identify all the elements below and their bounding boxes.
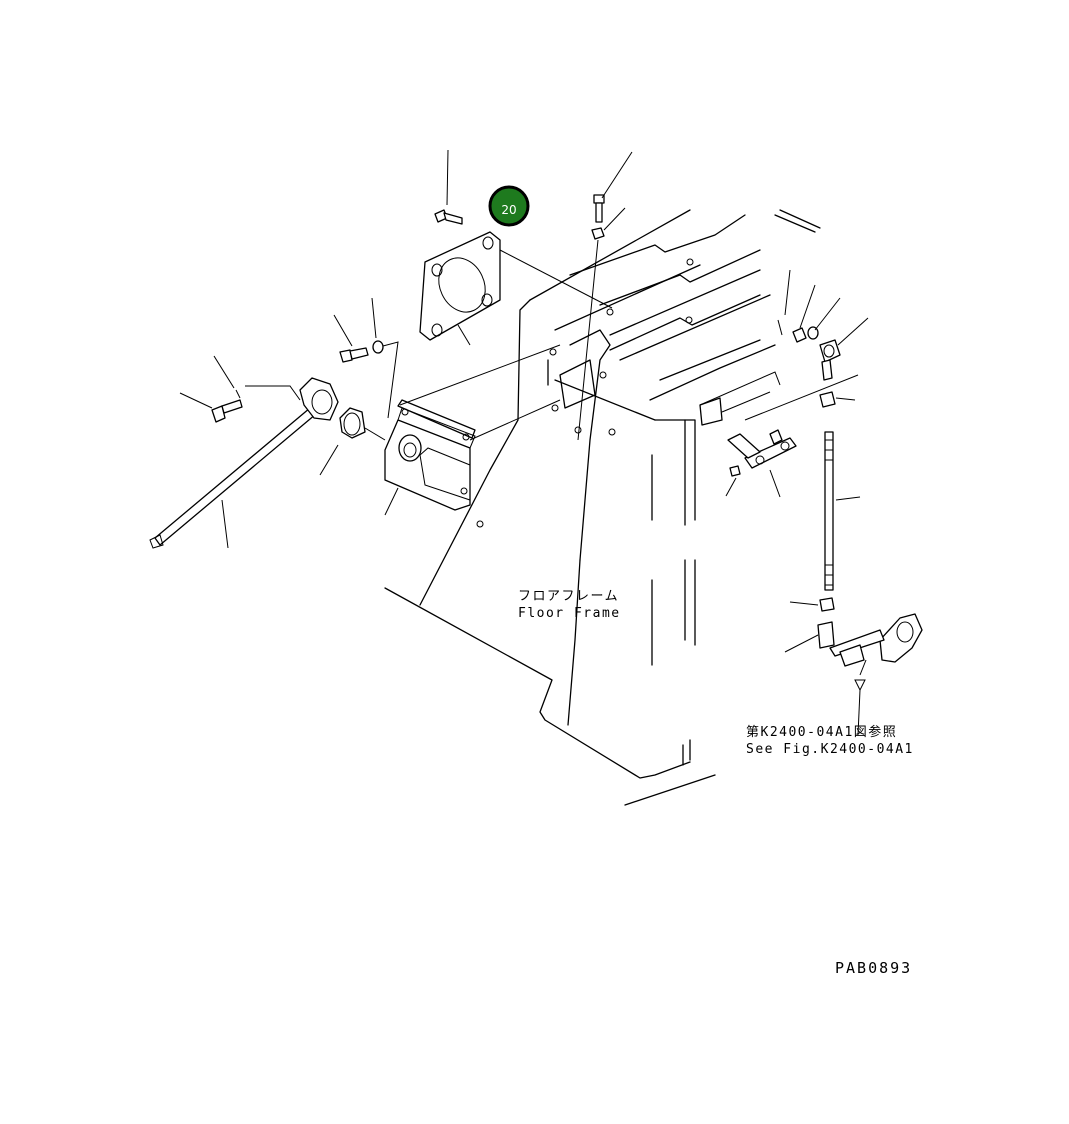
- reference-label-jp: 第K2400-04A1図参照: [746, 724, 897, 740]
- mount-body: [384, 344, 561, 516]
- rod-end: [744, 269, 869, 421]
- bottom-bracket: [829, 613, 923, 736]
- drawing-code: PAB0893: [835, 959, 912, 977]
- control-lever: [149, 377, 339, 549]
- floor-frame: [384, 209, 821, 806]
- floor-frame-label-en: Floor Frame: [518, 606, 621, 621]
- mount-bolt: [333, 297, 399, 419]
- callout-number: 20: [501, 203, 516, 217]
- frame-bolt: [577, 151, 633, 441]
- cover-plate: [419, 231, 613, 346]
- lever-bolt: [179, 355, 301, 423]
- callout-circle[interactable]: [488, 185, 530, 227]
- lever-plate: [699, 371, 797, 498]
- floor-frame-label-jp: フロアフレーム: [518, 589, 619, 604]
- cover-bolt: [434, 149, 463, 225]
- linkage-rod: [784, 391, 861, 653]
- reference-label-en: See Fig.K2400-04A1: [746, 742, 914, 757]
- bushing: [319, 407, 386, 476]
- callout-20[interactable]: 20: [488, 185, 530, 227]
